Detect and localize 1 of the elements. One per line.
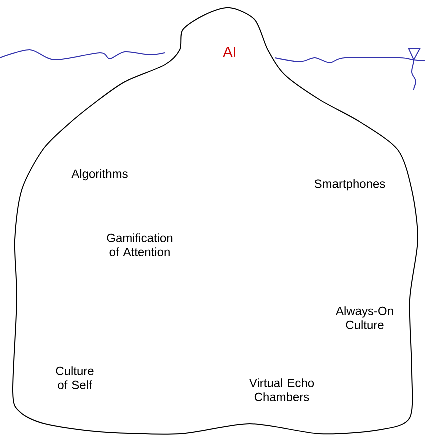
iceberg-drawing: AI Algorithms Smartphones Gamification of Attention Always-On Culture Culture of Self Virtual Echo Chambers: [12, 7, 418, 435]
